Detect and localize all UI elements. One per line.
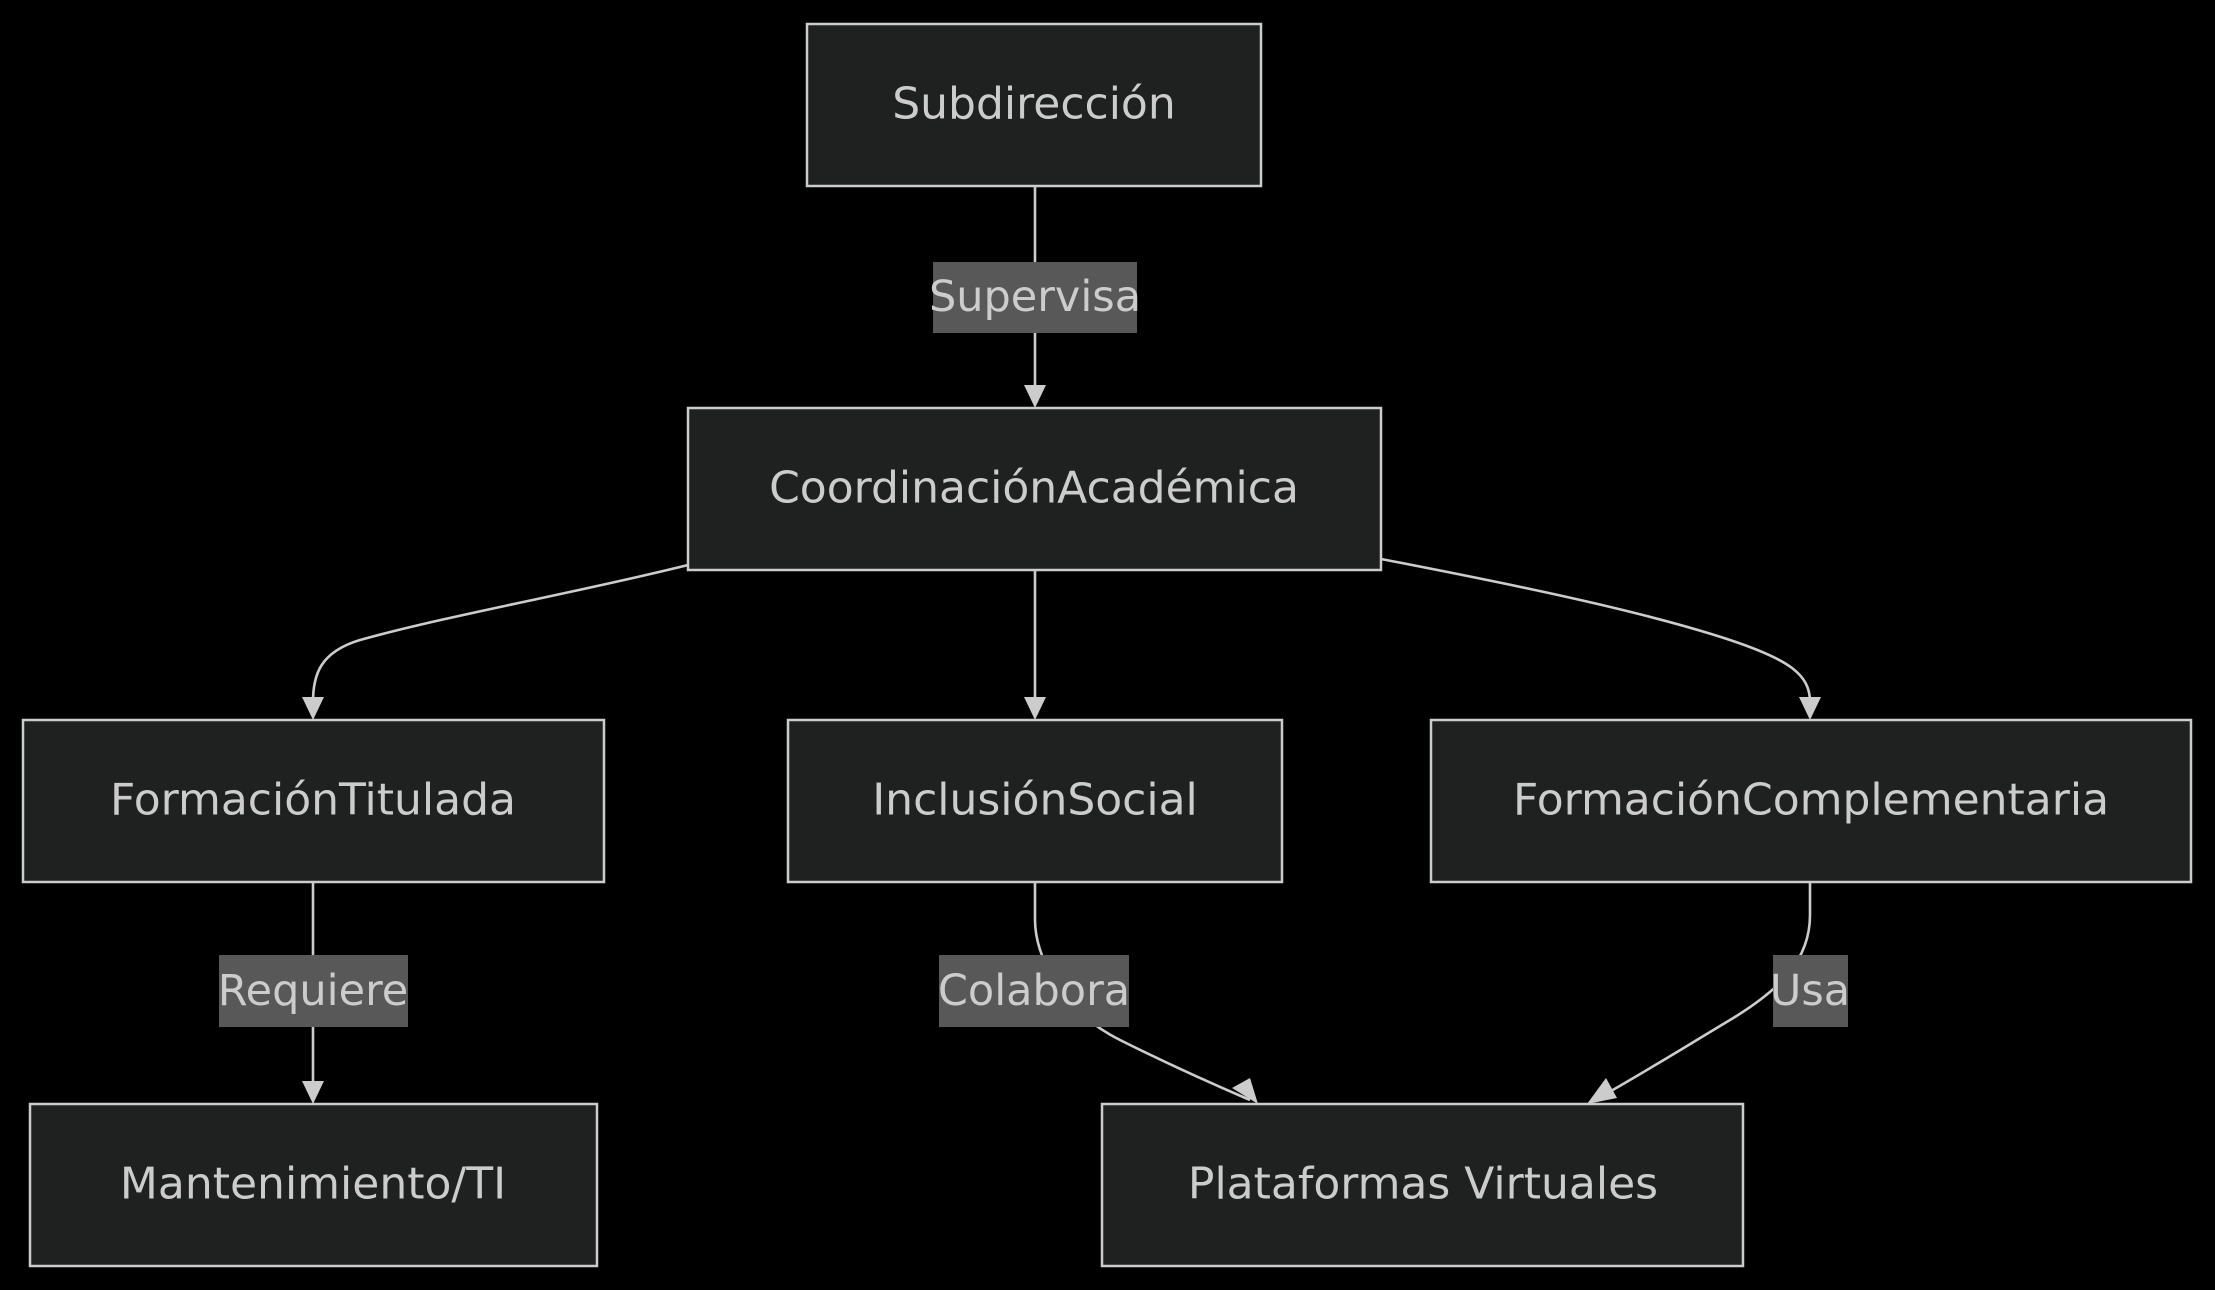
edge-label-usa-text: Usa bbox=[1770, 966, 1850, 1016]
edge-coordinacion-formacion-titulada bbox=[302, 563, 689, 720]
node-subdireccion: Subdirección bbox=[805, 22, 1263, 188]
edge-label-colabora-text: Colabora bbox=[938, 966, 1130, 1016]
edge-inclusion-social-plataformas bbox=[1033, 882, 1258, 1104]
edge-label-supervisa-text: Supervisa bbox=[929, 272, 1141, 322]
edge-label-usa: Usa bbox=[1770, 955, 1850, 1027]
node-inclusion-social-label: InclusiónSocial bbox=[872, 775, 1198, 826]
edge-label-requiere-text: Requiere bbox=[218, 966, 409, 1016]
node-plataformas-virtuales-label: Plataformas Virtuales bbox=[1188, 1159, 1658, 1210]
edge-coordinacion-formacion-complementaria bbox=[1380, 557, 1821, 720]
node-mantenimiento-ti-label: Mantenimiento/TI bbox=[120, 1159, 506, 1210]
node-formacion-complementaria-label: FormaciónComplementaria bbox=[1513, 775, 2109, 826]
edge-label-requiere: Requiere bbox=[218, 955, 409, 1027]
edge-coordinacion-inclusion-social bbox=[1024, 570, 1046, 720]
node-coordinacion-academica-label: CoordinaciónAcadémica bbox=[769, 463, 1299, 514]
node-coordinacion-academica: CoordinaciónAcadémica bbox=[686, 406, 1383, 572]
node-plataformas-virtuales: Plataformas Virtuales bbox=[1100, 1102, 1745, 1268]
edge-label-supervisa: Supervisa bbox=[929, 262, 1141, 333]
edge-formacion-complementaria-plataformas bbox=[1587, 882, 1812, 1104]
node-subdireccion-label: Subdirección bbox=[892, 79, 1176, 130]
node-formacion-titulada-label: FormaciónTitulada bbox=[110, 775, 516, 826]
node-formacion-titulada: FormaciónTitulada bbox=[21, 718, 606, 884]
edge-label-colabora: Colabora bbox=[938, 955, 1130, 1027]
node-mantenimiento-ti: Mantenimiento/TI bbox=[28, 1102, 599, 1268]
node-inclusion-social: InclusiónSocial bbox=[786, 718, 1284, 884]
node-formacion-complementaria: FormaciónComplementaria bbox=[1429, 718, 2193, 884]
